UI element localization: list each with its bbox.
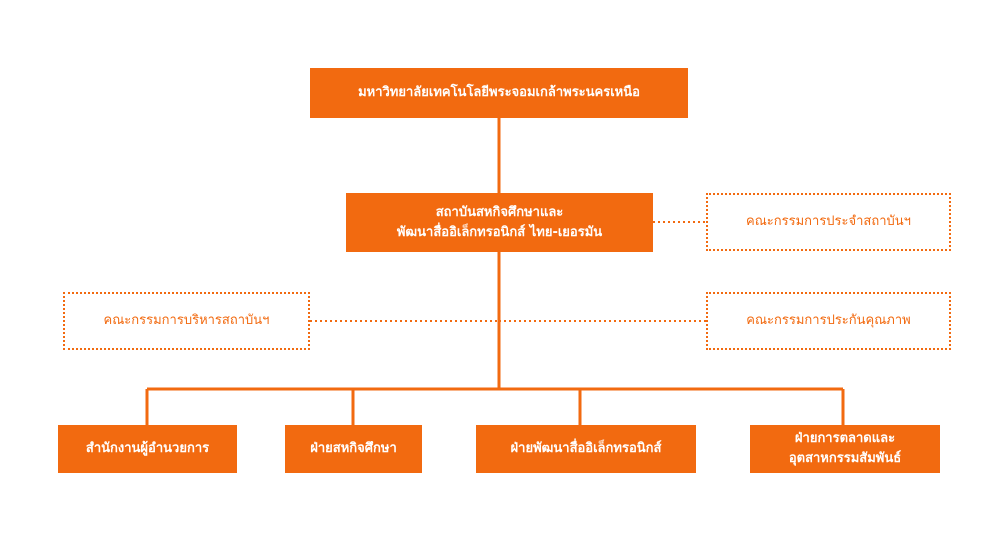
committee-executive-label: คณะกรรมการบริหารสถาบันฯ (103, 313, 270, 328)
institute-label-line2: พัฒนาสื่ออิเล็กทรอนิกส์ ไทย-เยอรมัน (396, 224, 603, 240)
committee-standing-label: คณะกรรมการประจำสถาบันฯ (746, 214, 911, 229)
dept-director-office-label: สำนักงานผู้อำนวยการ (85, 441, 210, 456)
dept-e-media-node: ฝ่ายพัฒนาสื่ออิเล็กทรอนิกส์ (476, 425, 696, 473)
dept-coop-education-node: ฝ่ายสหกิจศึกษา (285, 425, 422, 473)
dept-marketing-label-line1: ฝ่ายการตลาดและ (794, 431, 896, 446)
top-node-label: มหาวิทยาลัยเทคโนโลยีพระจอมเกล้าพระนครเหน… (358, 85, 640, 100)
dept-e-media-label: ฝ่ายพัฒนาสื่ออิเล็กทรอนิกส์ (510, 441, 662, 456)
top-node-university: มหาวิทยาลัยเทคโนโลยีพระจอมเกล้าพระนครเหน… (310, 68, 688, 118)
dept-marketing-label-line2: อุตสาหกรรมสัมพันธ์ (788, 451, 902, 466)
dept-director-office-node: สำนักงานผู้อำนวยการ (58, 425, 237, 473)
committee-standing-node: คณะกรรมการประจำสถาบันฯ (706, 193, 951, 251)
dept-marketing-node: ฝ่ายการตลาดและ อุตสาหกรรมสัมพันธ์ (750, 425, 940, 473)
committee-quality-node: คณะกรรมการประกันคุณภาพ (706, 292, 951, 350)
institute-node: สถาบันสหกิจศึกษาและ พัฒนาสื่ออิเล็กทรอนิ… (346, 193, 653, 252)
dept-coop-education-label: ฝ่ายสหกิจศึกษา (310, 441, 397, 456)
committee-executive-node: คณะกรรมการบริหารสถาบันฯ (63, 292, 310, 350)
institute-label-line1: สถาบันสหกิจศึกษาและ (435, 204, 564, 220)
committee-quality-label: คณะกรรมการประกันคุณภาพ (746, 313, 911, 328)
